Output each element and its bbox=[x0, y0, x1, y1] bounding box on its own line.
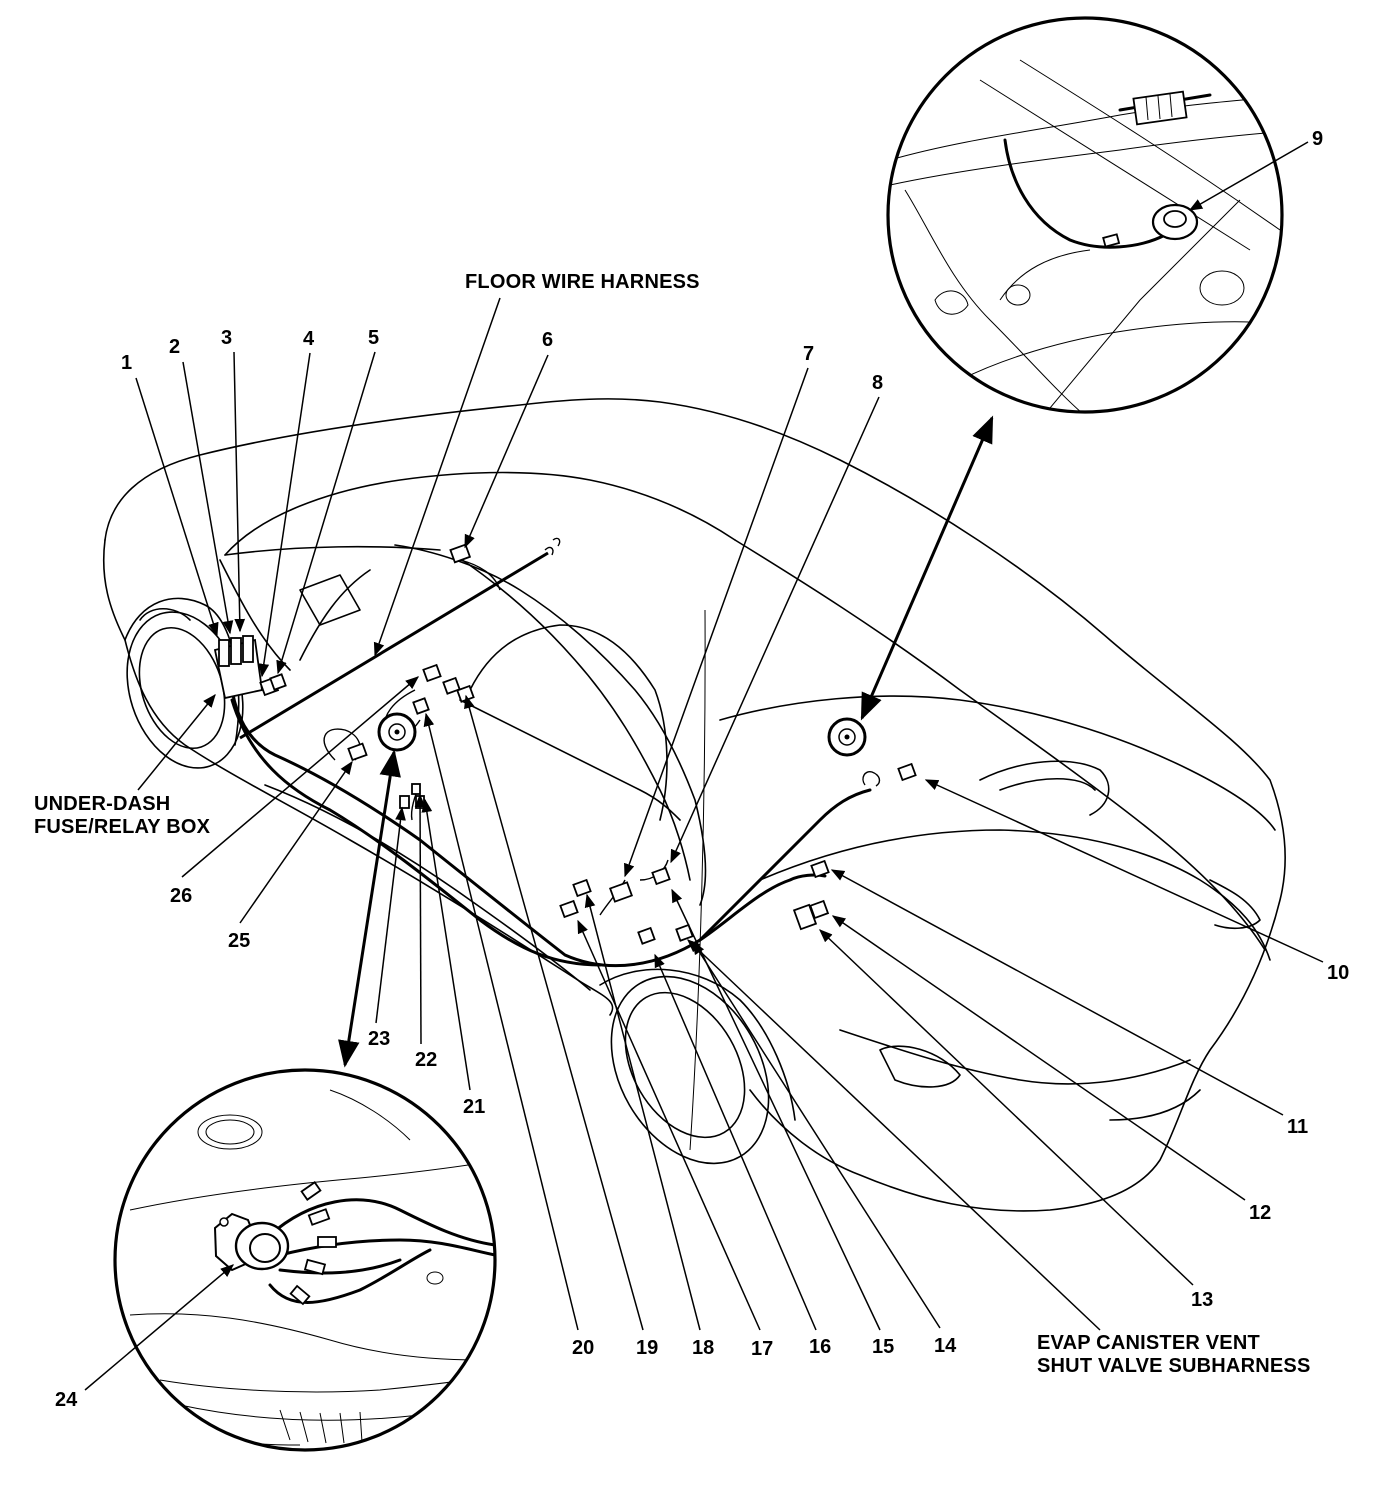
leader-line-evap bbox=[687, 939, 1101, 1331]
callout-22: 22 bbox=[415, 1049, 438, 1071]
harness-pointer-line bbox=[239, 551, 549, 740]
callout-leaders bbox=[84, 141, 1324, 1391]
ground-point-rear bbox=[827, 717, 867, 757]
leader-line-under-dash bbox=[137, 693, 216, 791]
callout-14: 14 bbox=[934, 1335, 957, 1357]
leader-line-8 bbox=[670, 396, 880, 864]
leader-line-20 bbox=[423, 712, 579, 1331]
connectors bbox=[259, 543, 917, 945]
callout-18: 18 bbox=[692, 1337, 715, 1359]
leader-line-24 bbox=[84, 1264, 235, 1391]
leader-line-17 bbox=[577, 919, 761, 1331]
callout-25: 25 bbox=[228, 930, 251, 952]
floor-wire-harness bbox=[228, 537, 881, 968]
car-body-outline bbox=[102, 398, 1286, 1212]
leader-line-25 bbox=[239, 760, 353, 924]
callout-1: 1 bbox=[121, 352, 133, 374]
callout-8: 8 bbox=[872, 372, 884, 394]
leader-line-16 bbox=[654, 953, 817, 1331]
detail-inset-front-ground bbox=[113, 1068, 497, 1452]
leader-line-15 bbox=[671, 888, 881, 1331]
evap-label-line2: SHUT VALVE SUBHARNESS bbox=[1037, 1355, 1311, 1377]
callout-24: 24 bbox=[55, 1389, 78, 1411]
callout-13: 13 bbox=[1191, 1289, 1214, 1311]
leader-line-7 bbox=[624, 367, 809, 878]
callout-23: 23 bbox=[368, 1028, 391, 1050]
floor-wire-harness-label: FLOOR WIRE HARNESS bbox=[465, 271, 700, 293]
detail-inset-rear-ground bbox=[886, 16, 1284, 414]
leader-line-10 bbox=[924, 779, 1324, 963]
leader-line-19 bbox=[464, 694, 644, 1331]
leader-line-14 bbox=[692, 940, 941, 1329]
callout-26: 26 bbox=[170, 885, 193, 907]
callout-4: 4 bbox=[303, 328, 315, 350]
callout-10: 10 bbox=[1327, 962, 1350, 984]
under-dash-label-line1: UNDER-DASH bbox=[34, 793, 171, 815]
callout-9: 9 bbox=[1312, 128, 1324, 150]
leader-line-12 bbox=[831, 915, 1246, 1201]
leader-line-4 bbox=[258, 352, 311, 678]
callout-3: 3 bbox=[221, 327, 233, 349]
leader-line-3 bbox=[233, 351, 246, 633]
callout-20: 20 bbox=[572, 1337, 595, 1359]
leader-line-22 bbox=[414, 793, 426, 1045]
callout-16: 16 bbox=[809, 1336, 832, 1358]
leader-line-6 bbox=[464, 354, 549, 549]
detail-arrow-front-ground bbox=[338, 749, 401, 1068]
leader-line-18 bbox=[584, 893, 701, 1331]
under-dash-fuse-relay-box bbox=[213, 635, 264, 700]
evap-label-line1: EVAP CANISTER VENT bbox=[1037, 1332, 1260, 1354]
callout-17: 17 bbox=[751, 1338, 774, 1360]
leader-line-5 bbox=[276, 351, 376, 675]
leader-line-2 bbox=[182, 361, 234, 635]
callout-19: 19 bbox=[636, 1337, 659, 1359]
callout-21: 21 bbox=[463, 1096, 486, 1118]
leader-line-11 bbox=[830, 869, 1284, 1116]
callout-12: 12 bbox=[1249, 1202, 1272, 1224]
leader-line-1 bbox=[135, 377, 219, 637]
callout-7: 7 bbox=[803, 343, 815, 365]
leader-line-floor-harness bbox=[373, 297, 501, 657]
leader-line-26 bbox=[181, 676, 420, 878]
leader-line-13 bbox=[819, 929, 1194, 1286]
under-dash-label-line2: FUSE/RELAY BOX bbox=[34, 816, 211, 838]
callout-2: 2 bbox=[169, 336, 181, 358]
callout-5: 5 bbox=[368, 327, 380, 349]
detail-arrow-rear-ground bbox=[860, 415, 994, 721]
callout-6: 6 bbox=[542, 329, 554, 351]
leader-line-21 bbox=[421, 798, 471, 1091]
callout-11: 11 bbox=[1287, 1116, 1309, 1138]
leader-line-9 bbox=[1188, 141, 1309, 211]
callout-15: 15 bbox=[872, 1336, 895, 1358]
ground-point-front bbox=[377, 712, 417, 752]
